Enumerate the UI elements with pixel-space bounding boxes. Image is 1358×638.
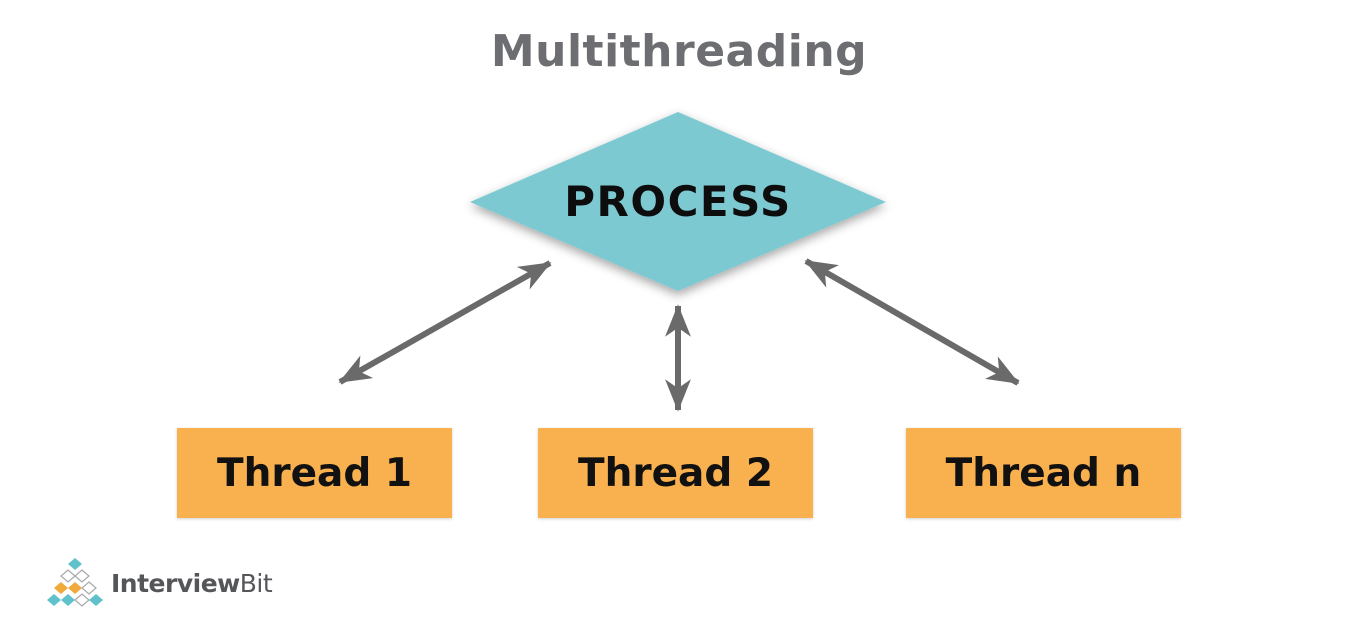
thread-n-box: Thread n bbox=[906, 428, 1181, 518]
logo-text-bit: Bit bbox=[239, 568, 273, 598]
thread-2-box: Thread 2 bbox=[538, 428, 813, 518]
bidirectional-arrow-thread-1 bbox=[338, 260, 552, 385]
interviewbit-logo: InterviewBit bbox=[47, 558, 273, 608]
process-diamond-shape bbox=[470, 112, 886, 291]
thread-1-box: Thread 1 bbox=[177, 428, 452, 518]
bidirectional-arrow-thread-n bbox=[804, 258, 1020, 386]
process-label: PROCESS bbox=[564, 177, 792, 226]
logo-text-interview: Interview bbox=[111, 568, 240, 598]
thread-1-label: Thread 1 bbox=[217, 450, 412, 496]
logo-wordmark: InterviewBit bbox=[111, 568, 273, 598]
thread-n-label: Thread n bbox=[945, 450, 1142, 496]
logo-pyramid-icon bbox=[47, 558, 103, 607]
page-title: Multithreading bbox=[490, 26, 868, 77]
thread-2-label: Thread 2 bbox=[578, 450, 773, 496]
